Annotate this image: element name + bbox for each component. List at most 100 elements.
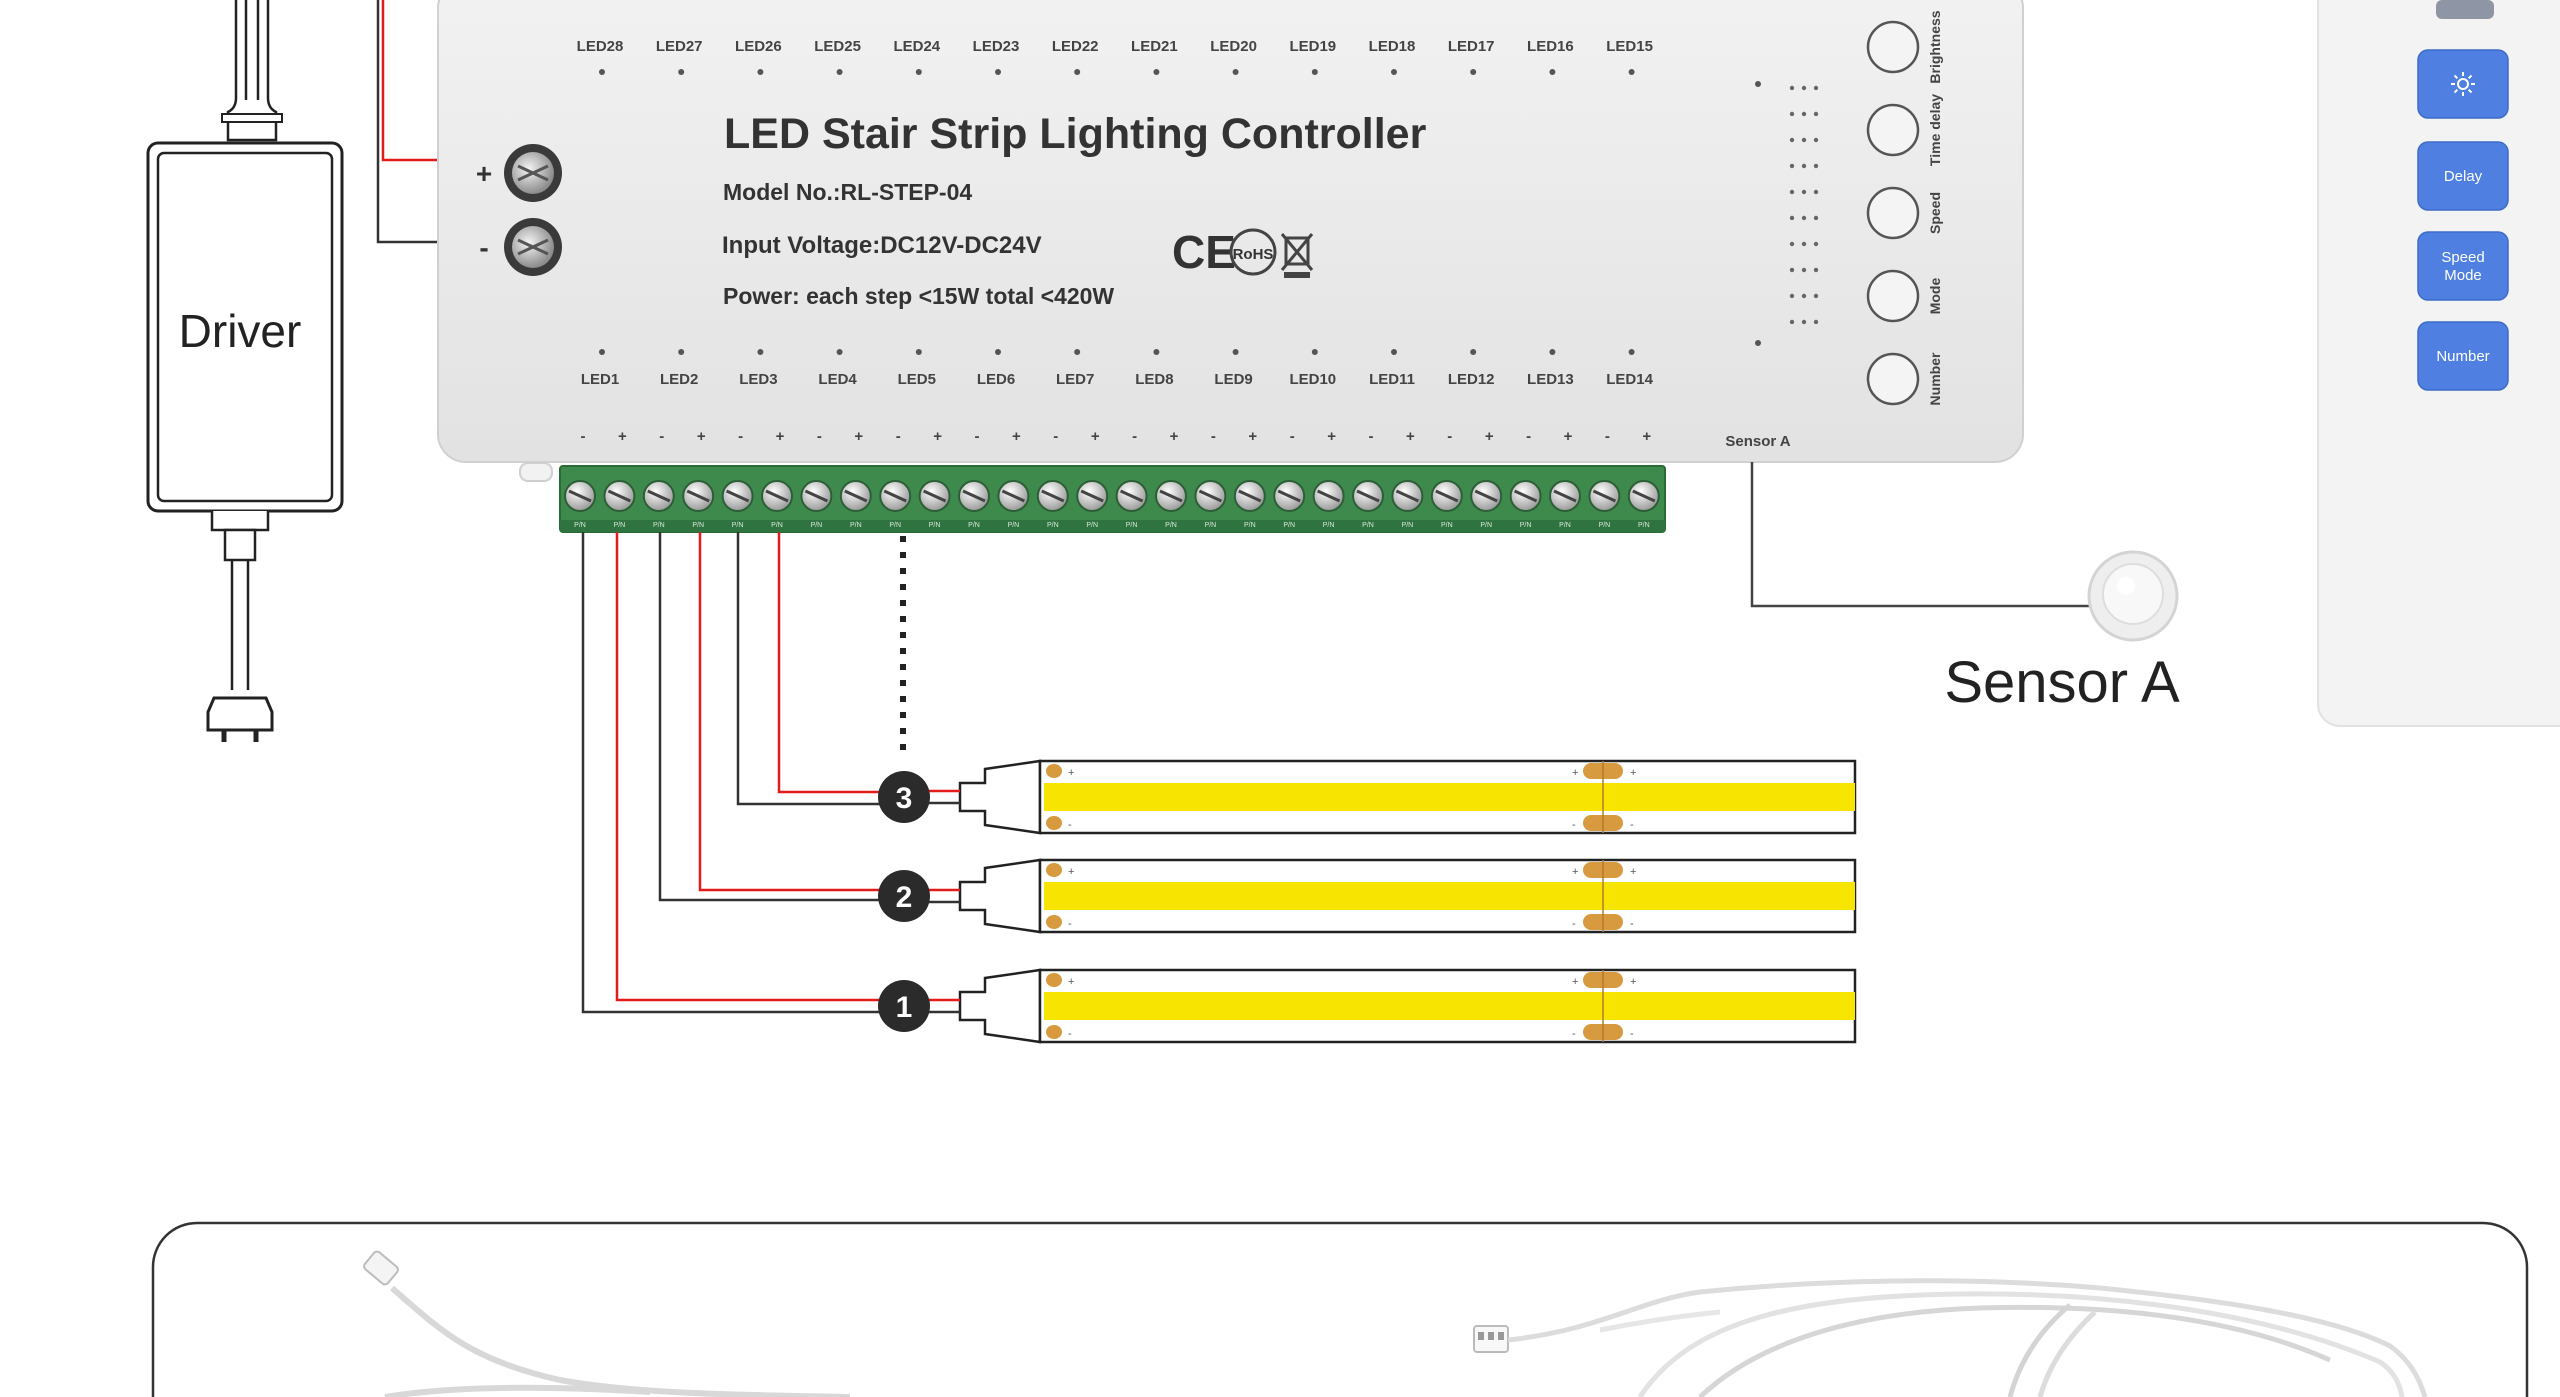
controller-button-speed[interactable]: Speed (1866, 186, 1943, 240)
terminal-screw: P/N (1549, 480, 1581, 529)
led-indicator-dot (1391, 69, 1397, 75)
led-indicator-dot (1549, 349, 1556, 355)
terminal-screw: P/N (879, 480, 912, 529)
terminal-screw: P/N (918, 480, 951, 529)
screw-slot (1474, 489, 1498, 503)
sun-ray (2453, 74, 2459, 80)
led-port-label: LED8 (1135, 371, 1173, 388)
polarity-minus-mark: - (581, 428, 586, 445)
led-strip-2: +-++--2 (878, 858, 1857, 934)
polarity-plus-mark: + (776, 428, 785, 445)
strip-connector (958, 858, 1042, 934)
solder-pad (1046, 863, 1062, 877)
terminal-screw: P/N (1627, 480, 1660, 529)
terminal-screw: P/N (1155, 480, 1187, 529)
ir-dot (1801, 293, 1807, 299)
terminal-pin-label: P/N (850, 522, 862, 529)
button-circle[interactable] (1866, 352, 1920, 406)
led-port-label: LED26 (735, 38, 782, 55)
pad-plus-label: + (1068, 976, 1074, 988)
controller-button-mode[interactable]: Mode (1866, 269, 1943, 323)
terminal-screw: P/N (1430, 480, 1463, 529)
remote-button-number[interactable]: Number (2417, 321, 2509, 391)
remote-button-body[interactable] (2417, 231, 2509, 301)
polarity-plus-mark: + (1091, 428, 1100, 445)
terminal-pin-label: P/N (1441, 522, 1453, 529)
solder-pad (1046, 1025, 1062, 1039)
screw-slot (1159, 489, 1183, 503)
controller-button-label: Speed (1927, 192, 1943, 234)
button-circle[interactable] (1866, 20, 1920, 74)
pad-minus-label: - (1068, 819, 1072, 831)
led-indicator-dot (1628, 69, 1635, 75)
terminal-pin-label: P/N (1165, 522, 1177, 529)
screw-slot (844, 489, 868, 503)
sensor-cable-coil-image (1473, 1278, 2428, 1397)
ir-dot (1789, 85, 1795, 91)
terminal-pin-label: P/N (1638, 522, 1650, 529)
screw-slot (1592, 489, 1617, 503)
ir-dot (1813, 85, 1819, 91)
ir-dot (1813, 189, 1819, 195)
led-indicator-dot (1628, 349, 1635, 355)
screw-slot (1001, 489, 1026, 503)
led-indicator-dot (1549, 69, 1556, 75)
screw-slot (1395, 489, 1420, 503)
pad-plus-label: + (1630, 866, 1636, 878)
pad-plus-label: + (1572, 976, 1578, 988)
strip-connector (958, 759, 1042, 835)
polarity-minus-mark: - (1605, 428, 1610, 445)
controller-button-time-delay[interactable]: Time delay (1866, 94, 1943, 166)
strip-number-badge (878, 771, 930, 823)
ir-dot (1789, 215, 1795, 221)
led-indicator-dot (1311, 69, 1318, 75)
led-indicator-dot (995, 349, 1001, 355)
remote-button-body[interactable] (2417, 49, 2509, 119)
pad-minus-label: - (1572, 918, 1576, 930)
polarity-plus-mark: + (697, 428, 706, 445)
remote-button-body[interactable] (2417, 141, 2509, 211)
solder-pad (1046, 816, 1062, 830)
screw-slot (765, 489, 789, 503)
remote-button-label: Delay (2444, 168, 2483, 185)
led-port-label: LED22 (1052, 38, 1099, 55)
motion-sensor-icon (2087, 550, 2179, 642)
power-screw-icon (504, 144, 562, 202)
power-input-terminals: + - (476, 144, 562, 276)
ir-dot (1801, 163, 1807, 169)
controller-button-label: Mode (1927, 278, 1943, 315)
remote-button-delay[interactable]: Delay (2417, 141, 2509, 211)
screw-slot (1316, 489, 1341, 503)
screw-slot (962, 489, 986, 503)
terminal-pin-label: P/N (1283, 522, 1295, 529)
led-port-label: LED28 (577, 38, 624, 55)
terminal-screw: P/N (958, 480, 990, 529)
pad-plus-label: + (1630, 767, 1636, 779)
controller-button-brightness[interactable]: Brightness (1866, 10, 1943, 84)
led-port-label: LED20 (1210, 38, 1257, 55)
remote-button-brightness[interactable] (2417, 49, 2509, 119)
button-circle[interactable] (1866, 103, 1920, 157)
sensor-a-label: Sensor A (1944, 650, 2180, 715)
terminal-pin-label: P/N (1520, 522, 1532, 529)
controller-button-label: Brightness (1927, 10, 1943, 83)
ir-dot (1813, 163, 1819, 169)
terminal-screw: P/N (1312, 480, 1345, 529)
ir-dot (1801, 137, 1807, 143)
screw-slot (1238, 489, 1262, 503)
ir-dot (1789, 137, 1795, 143)
button-circle[interactable] (1866, 186, 1920, 240)
led-indicator-dot (995, 69, 1001, 75)
polarity-row: -+-+-+-+-+-+-+-+-+-+-+-+-+-+ (581, 428, 1652, 445)
strip-connector (958, 968, 1042, 1044)
controller-title: LED Stair Strip Lighting Controller (724, 110, 1427, 158)
polarity-minus-mark: - (1290, 428, 1295, 445)
button-circle[interactable] (1866, 269, 1920, 323)
rohs-mark: RoHS (1233, 246, 1274, 263)
terminal-pin-label: P/N (614, 522, 626, 529)
screw-slot (1041, 489, 1065, 503)
controller-button-number[interactable]: Number (1866, 352, 1943, 406)
remote-button-body[interactable] (2417, 321, 2509, 391)
weee-bin-icon (1280, 233, 1314, 278)
